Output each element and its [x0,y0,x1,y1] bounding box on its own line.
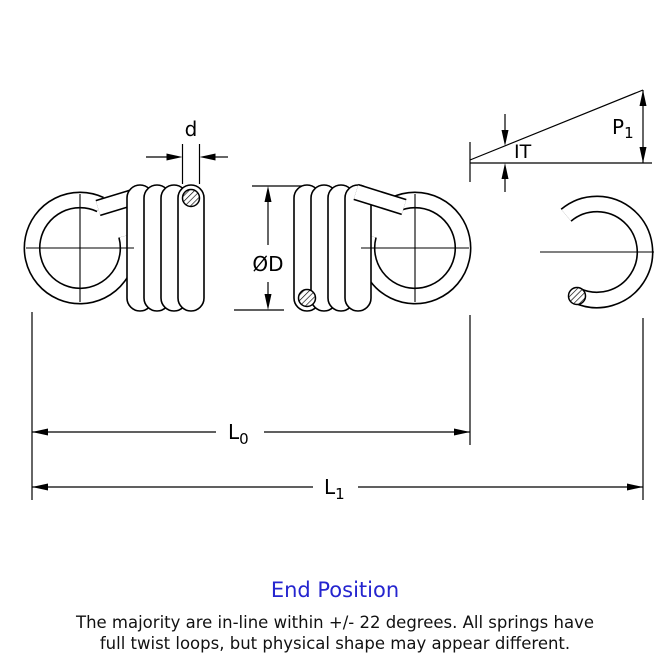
caption-line-1: The majority are in-line within +/- 22 d… [75,613,594,632]
wire-cut-section-right [297,288,317,308]
end-position-title: End Position [270,578,400,602]
right-hook [358,191,472,305]
wire-diameter-label: d [185,117,198,141]
spring-drawing [23,183,654,312]
l0-dimension: L0 [31,312,471,500]
coil-body-right [293,184,372,312]
coil-body-left [126,184,205,312]
p1-label: P1 [612,115,634,142]
caption-line-2: full twist loops, but physical shape may… [99,634,571,654]
wire-cut-section-left [181,188,201,208]
l1-dimension: L1 [32,318,644,503]
end-position-hook [560,195,654,309]
outer-diameter-label: ØD [252,252,283,276]
length-l0-label: L0 [228,420,249,448]
d-dimension: d [146,117,228,184]
initial-tension-label: IT [514,141,532,163]
spring-diagram: d ØD IT P1 [23,89,654,503]
right-hook-connector [353,183,407,216]
caption-note: The majority are in-line within +/- 22 d… [0,612,670,654]
centerlines [26,194,654,302]
it-dimension: IT [469,89,652,192]
p1-dimension: P1 [612,90,647,163]
wire-end-section [567,286,587,306]
length-l1-label: L1 [324,475,345,503]
caption: End Position The majority are in-line wi… [0,578,670,654]
od-dimension: ØD [234,185,302,311]
